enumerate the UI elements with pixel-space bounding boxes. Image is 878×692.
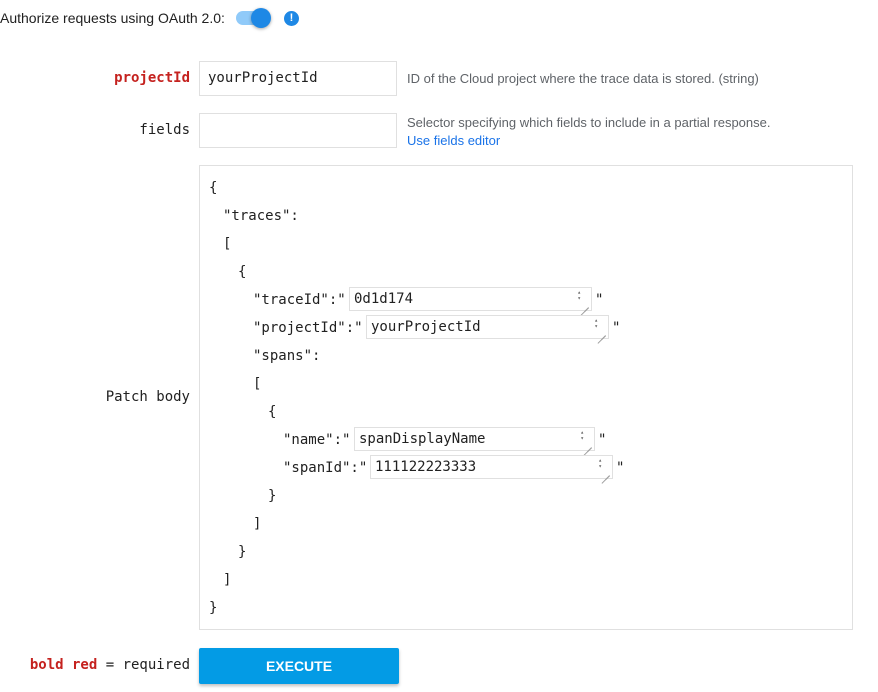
patch-body-editor: { "traces": [ { "traceId":" 0d1d174 ▴▾ "…	[199, 165, 853, 630]
use-fields-editor-link[interactable]: Use fields editor	[407, 133, 501, 148]
spanId-close-quote: "	[616, 460, 625, 476]
patch-body-label: Patch body	[105, 389, 190, 405]
spinner-icon: ▴▾	[580, 429, 584, 442]
traceId-input[interactable]: 0d1d174 ▴▾	[349, 287, 592, 311]
body-open-brace: {	[209, 180, 218, 196]
traces-key: "traces":	[223, 208, 299, 224]
traces-close-bracket: ]	[223, 572, 232, 588]
spans-key: "spans":	[253, 348, 321, 364]
traceId-close-quote: "	[595, 292, 604, 308]
resize-grip-icon[interactable]	[581, 300, 589, 308]
projectId-description: ID of the Cloud project where the trace …	[407, 71, 759, 86]
name-value: spanDisplayName	[359, 431, 486, 447]
required-legend-bold-red: bold red	[29, 657, 98, 673]
name-input[interactable]: spanDisplayName ▴▾	[354, 427, 595, 451]
name-close-quote: "	[598, 432, 607, 448]
spinner-icon: ▴▾	[577, 289, 581, 302]
fields-input[interactable]	[199, 113, 397, 148]
toggle-thumb	[251, 8, 271, 28]
body-close-brace: }	[209, 600, 218, 616]
traceId-value: 0d1d174	[354, 291, 414, 307]
execute-button[interactable]: EXECUTE	[199, 648, 399, 684]
trace-open-brace: {	[238, 264, 247, 280]
projectId-input[interactable]: yourProjectId	[199, 61, 397, 96]
fields-label: fields	[139, 122, 190, 138]
body-projectId-input[interactable]: yourProjectId ▴▾	[366, 315, 609, 339]
body-projectId-key: "projectId":"	[253, 320, 363, 336]
span-close-brace: }	[268, 488, 277, 504]
spanId-key: "spanId":"	[283, 460, 368, 476]
traceId-key: "traceId":"	[253, 292, 346, 308]
resize-grip-icon[interactable]	[602, 468, 610, 476]
spans-open-bracket: [	[253, 376, 262, 392]
traces-open-bracket: [	[223, 236, 232, 252]
span-open-brace: {	[268, 404, 277, 420]
projectId-close-quote: "	[612, 320, 621, 336]
required-legend: bold red = required	[0, 657, 190, 673]
oauth-label: Authorize requests using OAuth 2.0:	[0, 10, 225, 26]
name-key: "name":"	[283, 432, 351, 448]
spinner-icon: ▴▾	[598, 457, 602, 470]
spans-close-bracket: ]	[253, 516, 262, 532]
fields-description: Selector specifying which fields to incl…	[407, 115, 771, 130]
info-icon[interactable]: !	[284, 11, 299, 26]
oauth-toggle[interactable]	[236, 8, 271, 28]
body-projectId-value: yourProjectId	[371, 319, 481, 335]
trace-close-brace: }	[238, 544, 247, 560]
required-legend-suffix: = required	[97, 657, 190, 673]
spinner-icon: ▴▾	[594, 317, 598, 330]
projectId-label: projectId	[114, 70, 190, 86]
resize-grip-icon[interactable]	[598, 328, 606, 336]
spanId-input[interactable]: 111122223333 ▴▾	[370, 455, 613, 479]
spanId-value: 111122223333	[375, 459, 477, 475]
resize-grip-icon[interactable]	[584, 440, 592, 448]
